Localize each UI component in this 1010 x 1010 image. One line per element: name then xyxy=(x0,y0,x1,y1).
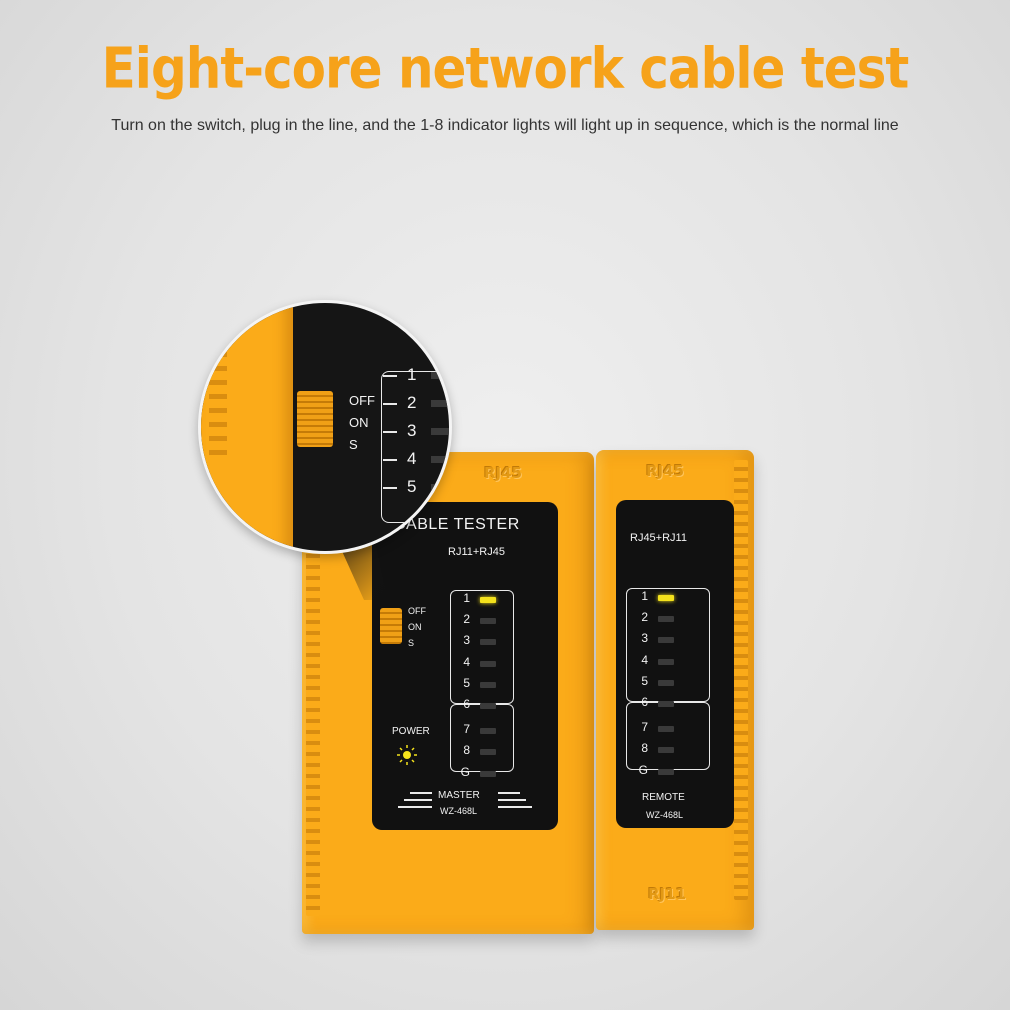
remote-led-group-7-g xyxy=(626,702,710,770)
remote-ports-label: RJ45+RJ11 xyxy=(630,532,687,544)
zoom-label-s: S xyxy=(349,437,358,452)
master-unit: RJ45 CABLE TESTER RJ11+RJ45 OFF ON S 1 2 3… xyxy=(302,452,594,934)
remote-led-G xyxy=(658,768,674,775)
subheadline: Turn on the switch, plug in the line, an… xyxy=(111,117,899,134)
switch-label-s: S xyxy=(408,638,415,648)
power-indicator-icon xyxy=(397,745,417,765)
zoom-tick xyxy=(383,431,397,433)
zoom-label-on: ON xyxy=(349,415,369,430)
zoom-tick xyxy=(383,459,397,461)
remote-led-label: 7 xyxy=(641,720,648,735)
switch-zoom-callout: OFF ON S 1 2 3 4 5 xyxy=(198,300,452,554)
switch-label-off: OFF xyxy=(408,606,426,616)
remote-led-label: 5 xyxy=(641,673,648,688)
master-name: MASTER xyxy=(438,790,480,801)
master-ports-label: RJ11+RJ45 xyxy=(448,546,505,558)
remote-led-5 xyxy=(658,679,674,686)
zoom-number: 3 xyxy=(407,421,417,440)
master-led-4 xyxy=(480,660,496,667)
remote-grip-ridges xyxy=(734,460,748,900)
remote-led-3 xyxy=(658,637,674,644)
zoom-number: 1 xyxy=(407,365,417,384)
master-led-label: 6 xyxy=(463,697,470,711)
master-led-7 xyxy=(480,728,496,735)
zoom-number: 5 xyxy=(407,477,417,496)
master-panel: CABLE TESTER RJ11+RJ45 OFF ON S 1 2 3 4 5 6 7 8… xyxy=(372,502,558,830)
power-switch[interactable] xyxy=(380,608,402,644)
remote-led-2 xyxy=(658,616,674,623)
remote-led-label: G xyxy=(638,762,648,777)
switch-label-on: ON xyxy=(408,622,422,632)
master-led-G xyxy=(480,770,496,777)
zoom-number: 4 xyxy=(407,449,417,468)
master-rj45-emboss: RJ45 xyxy=(484,464,523,482)
remote-led-4 xyxy=(658,658,674,665)
zoom-number: 2 xyxy=(407,393,417,412)
remote-led-label: 8 xyxy=(641,741,648,756)
master-led-label: 7 xyxy=(463,722,470,737)
remote-led-6 xyxy=(658,701,674,707)
zoom-tick xyxy=(383,375,397,377)
zoom-label-off: OFF xyxy=(349,393,375,408)
master-led-group-7-g xyxy=(450,704,514,772)
master-led-2 xyxy=(480,618,496,625)
remote-led-label: 1 xyxy=(641,589,648,603)
remote-led-label: 4 xyxy=(641,652,648,667)
zoom-led xyxy=(431,428,449,435)
remote-led-1 xyxy=(658,595,674,601)
remote-name: REMOTE xyxy=(642,792,685,803)
zoom-power-switch xyxy=(297,391,333,447)
zoom-led xyxy=(431,484,449,491)
power-label: POWER xyxy=(392,726,430,737)
master-led-label: 4 xyxy=(463,654,470,669)
master-led-label: 1 xyxy=(463,591,470,605)
master-led-8 xyxy=(480,749,496,756)
zoom-tick xyxy=(383,403,397,405)
master-grip-ridges xyxy=(306,536,320,916)
remote-led-8 xyxy=(658,747,674,754)
zoom-tick xyxy=(383,487,397,489)
remote-rj11-emboss: RJ11 xyxy=(648,885,687,903)
remote-led-label: 3 xyxy=(641,631,648,646)
zoom-led xyxy=(431,400,449,407)
remote-model: WZ-468L xyxy=(646,810,684,820)
remote-led-7 xyxy=(658,726,674,733)
master-led-5 xyxy=(480,681,496,688)
remote-led-label: 2 xyxy=(641,610,648,625)
master-led-label: 2 xyxy=(463,612,470,627)
master-led-label: 3 xyxy=(463,633,470,648)
remote-rj45-emboss: RJ45 xyxy=(646,462,685,480)
remote-led-label: 6 xyxy=(641,695,648,709)
zoom-led xyxy=(431,456,449,463)
headline: Eight-core network cable test xyxy=(101,36,910,101)
master-led-label: 5 xyxy=(463,675,470,690)
master-led-1 xyxy=(480,597,496,603)
zoom-led-bracket xyxy=(381,371,449,523)
master-title: CABLE TESTER xyxy=(394,516,520,533)
master-led-label: 8 xyxy=(463,743,470,758)
master-led-3 xyxy=(480,639,496,646)
master-led-label: G xyxy=(460,764,470,779)
zoom-led xyxy=(431,372,449,379)
master-model: WZ-468L xyxy=(440,806,478,816)
master-led-6 xyxy=(480,703,496,709)
zoom-case-edge xyxy=(201,303,293,551)
